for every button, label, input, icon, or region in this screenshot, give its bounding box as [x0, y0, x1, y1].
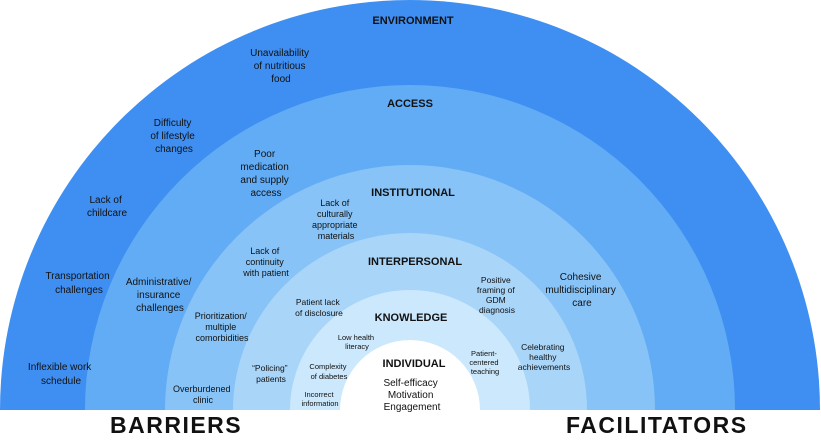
- barrier-poor-medication-access: Poor medication and supply access: [240, 149, 291, 199]
- individual-items: Self-efficacy Motivation Engagement: [383, 378, 440, 413]
- facilitator-positive-framing: Positive framing of GDM diagnosis: [477, 275, 517, 315]
- barrier-unavailability-of-food: Unavailability of nutritious food: [250, 48, 312, 85]
- barrier-administrative-insurance: Administrative/ insurance challenges: [126, 277, 194, 314]
- barriers-label: BARRIERS: [110, 412, 243, 438]
- environment-title: ENVIRONMENT: [372, 15, 454, 27]
- barrier-lack-of-continuity: Lack of continuity with patient: [242, 246, 289, 278]
- individual-title: INDIVIDUAL: [383, 358, 446, 370]
- barrier-lack-of-childcare: Lack of childcare: [87, 195, 127, 219]
- barrier-low-health-literacy: Low health literacy: [338, 333, 376, 351]
- barrier-policing-patients: “Policing” patients: [252, 363, 290, 384]
- barrier-incorrect-information: Incorrect information: [301, 390, 338, 408]
- barrier-difficulty-lifestyle: Difficulty of lifestyle changes: [150, 118, 197, 155]
- institutional-title: INSTITUTIONAL: [371, 187, 455, 199]
- facilitator-patient-centered-teaching: Patient- centered teaching: [469, 349, 500, 376]
- facilitators-label: FACILITATORS: [566, 412, 748, 438]
- ring-individual: [340, 340, 480, 410]
- knowledge-title: KNOWLEDGE: [375, 312, 448, 324]
- barrier-transportation: Transportation challenges: [46, 271, 113, 296]
- barrier-inflexible-work: Inflexible work schedule: [28, 362, 94, 387]
- access-title: ACCESS: [387, 98, 433, 110]
- barrier-overburdened-clinic: Overburdened clinic: [173, 384, 233, 405]
- barrier-complexity-diabetes: Complexity of diabetes: [309, 362, 348, 381]
- facilitator-cohesive-care: Cohesive multidisciplinary care: [545, 272, 618, 309]
- barrier-prioritization-comorbidities: Prioritization/ multiple comorbidities: [195, 311, 250, 343]
- facilitator-celebrating-achievements: Celebrating healthy achievements: [518, 342, 570, 372]
- interpersonal-title: INTERPERSONAL: [368, 256, 462, 268]
- barrier-patient-lack-disclosure: Patient lack of disclosure: [295, 297, 343, 318]
- barrier-lack-cultural-materials: Lack of culturally appropriate materials: [312, 198, 360, 241]
